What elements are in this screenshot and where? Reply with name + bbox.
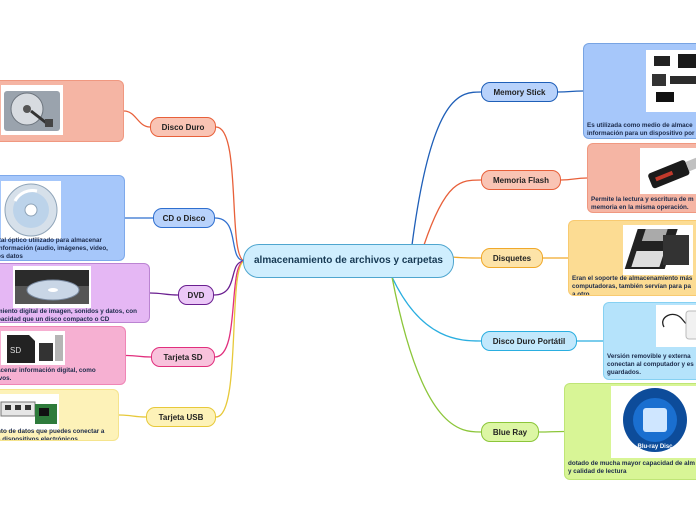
detail-card[interactable]: miento digital de imagen, sonidos y dato… (0, 263, 150, 323)
svg-text:Blu-ray Disc: Blu-ray Disc (637, 444, 673, 450)
topic-dvd[interactable]: DVD (178, 285, 214, 305)
branch-line (391, 276, 482, 342)
detail-card[interactable]: Es utilizada como medio de almace inform… (583, 43, 696, 139)
card-link-line (123, 110, 151, 128)
topic-memoria-flash[interactable]: Memoria Flash (481, 170, 561, 190)
card-link-line (125, 354, 152, 358)
branch-line (423, 179, 482, 246)
portable-drive-icon (656, 305, 696, 347)
detail-text: Eran el soporte de almacenamiento más co… (572, 275, 693, 296)
topic-label: Memory Stick (493, 87, 546, 97)
svg-text:SD: SD (10, 346, 21, 355)
branch-line (214, 260, 246, 358)
branch-line (391, 276, 482, 433)
topic-label: DVD (187, 290, 205, 300)
branch-line (213, 260, 246, 296)
detail-card[interactable]: SD acenar información digital, como ivos. (0, 326, 126, 385)
detail-text: acenar información digital, como ivos. (0, 367, 96, 382)
topic-label: Disco Duro Portátil (492, 336, 566, 346)
card-link-line (557, 90, 584, 93)
detail-card[interactable]: Eran el soporte de almacenamiento más co… (568, 220, 696, 296)
dvd-drive-icon (13, 266, 91, 308)
detail-text: Es utilizada como medio de almace inform… (587, 122, 695, 137)
floppy-disk-icon (623, 225, 693, 275)
detail-text: Versión removible y externa conectan al … (607, 353, 694, 376)
detail-card[interactable]: nto de datos que puedes conectar a s dis… (0, 389, 119, 441)
detail-card[interactable]: ital óptico utilizado para almacenar inf… (0, 175, 125, 261)
topic-tarjeta-usb[interactable]: Tarjeta USB (146, 407, 216, 427)
usb-flash-icon (640, 148, 696, 194)
usb-card-icon (0, 394, 59, 430)
branch-line (411, 91, 482, 246)
detail-text: miento digital de imagen, sonidos y dato… (0, 308, 137, 323)
topic-label: Memoria Flash (492, 175, 549, 185)
blu-ray-icon: Blu-ray Disc (611, 386, 696, 458)
hard-drive-icon (1, 85, 63, 135)
branch-line (215, 260, 246, 418)
card-link-line (118, 414, 147, 418)
topic-memory-stick[interactable]: Memory Stick (481, 82, 558, 102)
cd-icon (1, 181, 61, 239)
branch-line (214, 217, 246, 262)
topic-disco-duro[interactable]: Disco Duro (150, 117, 216, 137)
topic-label: Blue Ray (492, 427, 528, 437)
detail-card[interactable]: Blu-ray Disc dotado de mucha mayor capaci… (564, 383, 696, 480)
detail-text: ital óptico utilizado para almacenar inf… (0, 237, 108, 260)
detail-text: dotado de mucha mayor capacidad de alm y… (568, 460, 696, 475)
topic-label: CD o Disco (162, 213, 206, 223)
detail-card[interactable]: Versión removible y externa conectan al … (603, 302, 696, 380)
detail-card[interactable]: uede leer y grabar a gran velocidad, con… (0, 80, 124, 142)
topic-blue-ray[interactable]: Blue Ray (481, 422, 539, 442)
card-link-line (149, 292, 179, 296)
card-link-line (560, 177, 588, 181)
detail-card[interactable]: Permite la lectura y escritura de m memo… (587, 143, 696, 213)
topic-label: Disco Duro (161, 122, 205, 132)
detail-text: Permite la lectura y escritura de m memo… (591, 196, 694, 211)
branch-line (451, 256, 482, 259)
topic-tarjeta-sd[interactable]: Tarjeta SD (151, 347, 215, 367)
memory-stick-icon (646, 50, 696, 112)
topic-disquetes[interactable]: Disquetes (481, 248, 543, 268)
card-link-line (538, 430, 565, 433)
topic-label: Disquetes (492, 253, 532, 263)
central-topic[interactable]: almacenamiento de archivos y carpetas (243, 244, 454, 278)
topic-cd-o-disco[interactable]: CD o Disco (153, 208, 215, 228)
sd-card-icon: SD (1, 331, 65, 365)
topic-disco-duro-portátil[interactable]: Disco Duro Portátil (481, 331, 577, 351)
topic-label: Tarjeta USB (158, 412, 204, 422)
topic-label: Tarjeta SD (163, 352, 203, 362)
detail-text: nto de datos que puedes conectar a s dis… (0, 428, 105, 441)
central-topic-label: almacenamiento de archivos y carpetas (254, 255, 443, 266)
branch-line (215, 126, 246, 262)
